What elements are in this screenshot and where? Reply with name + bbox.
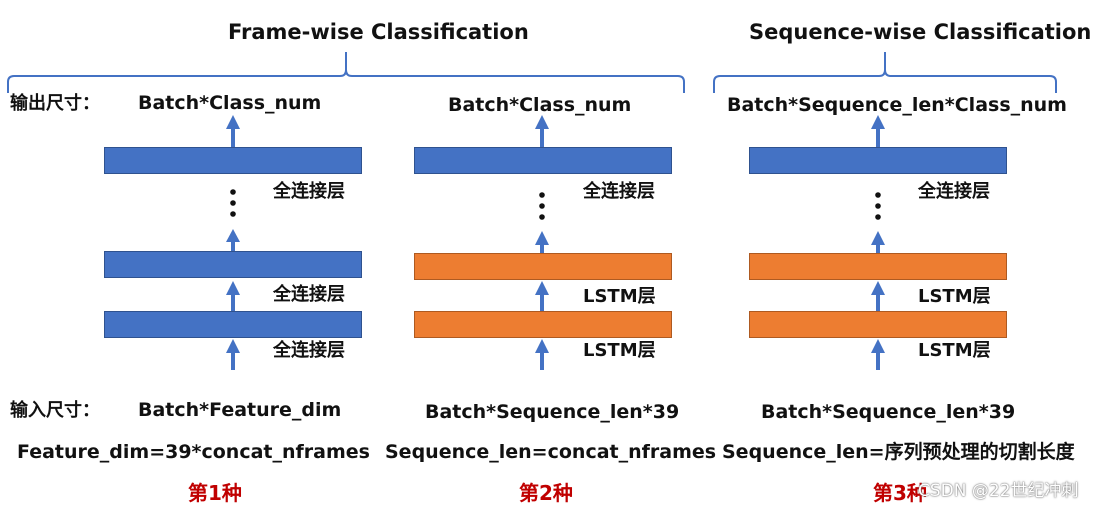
column-2-layer-label-top: 全连接层 <box>583 181 655 202</box>
column-3-layer-label-bottom: LSTM层 <box>918 340 991 361</box>
column-3-formula: Sequence_len=序列预处理的切割长度 <box>722 441 1075 463</box>
column-3-lstm-layer-bottom <box>749 311 1007 338</box>
column-2-lstm-layer-top <box>414 253 672 280</box>
column-1-caption: 第1种 <box>188 481 242 505</box>
sequence-wise-header: Sequence-wise Classification <box>749 20 1092 44</box>
column-1-layer-label-middle: 全连接层 <box>273 284 345 305</box>
column-2-arrows <box>535 115 549 370</box>
column-1-arrows <box>226 115 240 370</box>
frame-wise-header: Frame-wise Classification <box>228 20 529 44</box>
input-size-label: 输入尺寸： <box>10 400 100 421</box>
column-1-fc-layer-top <box>104 147 362 174</box>
ellipsis-dots <box>230 189 881 220</box>
column-1-input: Batch*Feature_dim <box>138 399 342 421</box>
column-1-layer-label-bottom: 全连接层 <box>273 340 345 361</box>
column-1-fc-layer-middle <box>104 251 362 278</box>
column-2-layer-label-middle: LSTM层 <box>583 286 656 307</box>
column-2-output: Batch*Class_num <box>448 94 632 116</box>
column-3-layer-label-top: 全连接层 <box>918 181 990 202</box>
frame-wise-brace <box>7 52 685 93</box>
column-1-fc-layer-bottom <box>104 311 362 338</box>
column-2-fc-layer <box>414 147 672 174</box>
column-1-layer-label-top: 全连接层 <box>273 181 345 202</box>
output-size-label: 输出尺寸： <box>10 93 100 114</box>
column-3-caption: 第3种 <box>873 481 927 505</box>
column-1-formula: Feature_dim=39*concat_nframes <box>17 441 370 463</box>
column-1-output: Batch*Class_num <box>138 92 322 114</box>
column-3-input: Batch*Sequence_len*39 <box>761 401 1016 423</box>
column-2-lstm-layer-bottom <box>414 311 672 338</box>
watermark: CSDN @22世纪冲刺 <box>918 481 1079 501</box>
column-2-caption: 第2种 <box>519 481 573 505</box>
column-3-layer-label-middle: LSTM层 <box>918 286 991 307</box>
sequence-wise-brace <box>713 52 1057 93</box>
column-3-lstm-layer-top <box>749 253 1007 280</box>
column-2-formula: Sequence_len=concat_nframes <box>385 441 717 463</box>
column-3-fc-layer <box>749 147 1007 174</box>
column-2-input: Batch*Sequence_len*39 <box>425 401 680 423</box>
column-3-arrows <box>871 115 885 370</box>
column-2-layer-label-bottom: LSTM层 <box>583 340 656 361</box>
column-3-output: Batch*Sequence_len*Class_num <box>727 94 1067 116</box>
